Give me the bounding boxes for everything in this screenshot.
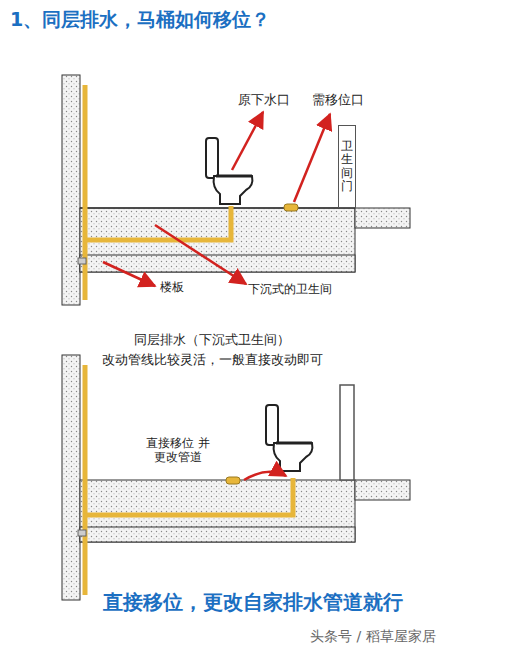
callout-label: 楼板 xyxy=(160,280,184,294)
caption: 直接移位，更改自家排水管道就行 xyxy=(103,590,403,614)
door-label: 卫生间门 xyxy=(341,140,353,193)
callout-label: 需移位口 xyxy=(312,92,364,108)
section-note: 改动管线比较灵活，一般直接改动即可 xyxy=(102,352,323,368)
callout-label: 直接移位 并更改管道 xyxy=(146,436,210,465)
watermark: 头条号 / 稻草屋家居 xyxy=(310,628,436,645)
door-frame: 卫生间门 xyxy=(338,125,356,208)
title: 1、同层排水，马桶如何移位？ xyxy=(10,8,270,31)
callout-label: 原下水口 xyxy=(238,92,290,108)
section-heading: 同层排水（下沉式卫生间） xyxy=(134,332,290,348)
callout-label: 下沉式的卫生间 xyxy=(248,282,332,296)
